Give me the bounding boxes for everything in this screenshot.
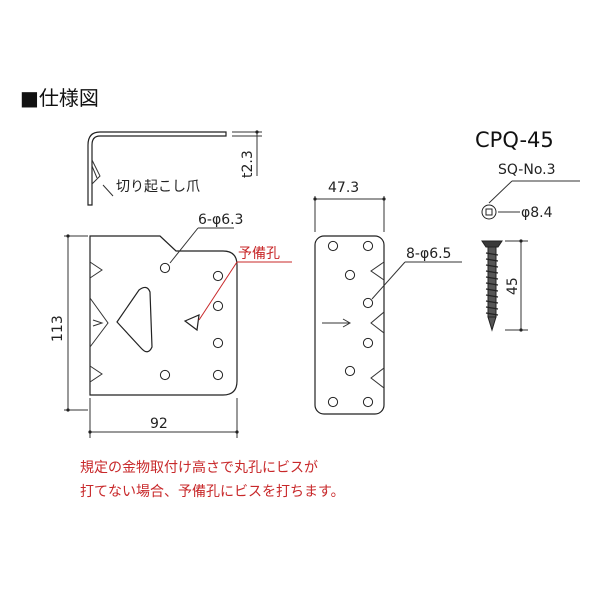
hole <box>159 262 171 274</box>
note-line-1: 規定の金物取付け高さで丸孔にビスが <box>80 460 318 476</box>
claw-label: 切り起こし爪 <box>116 179 200 195</box>
screw-icon <box>481 240 503 332</box>
screw-name: SQ-No.3 <box>498 162 556 178</box>
hole <box>212 369 224 381</box>
section-title: ■仕様図 <box>20 86 99 110</box>
screw-head-label: φ8.4 <box>521 205 553 221</box>
left-plate <box>89 235 238 396</box>
hole <box>362 297 374 309</box>
hole <box>362 396 374 408</box>
hole <box>362 240 374 252</box>
right-plate <box>314 235 385 415</box>
height-label: 113 <box>50 315 66 342</box>
hole <box>212 300 224 312</box>
spare-hole-label: 予備孔 <box>238 246 280 262</box>
screw-head-icon <box>481 204 497 220</box>
hole <box>212 270 224 282</box>
side-profile <box>87 130 262 206</box>
hole <box>159 369 171 381</box>
hole <box>344 365 356 377</box>
hole <box>212 337 224 349</box>
hole <box>344 269 356 281</box>
screw-length-label: 45 <box>505 277 521 295</box>
width-right-label: 47.3 <box>328 180 359 196</box>
hole <box>327 240 339 252</box>
thickness-label: t2.3 <box>240 150 256 178</box>
right-holes-label: 8-φ6.5 <box>406 246 451 262</box>
left-holes-label: 6-φ6.3 <box>198 212 243 228</box>
hole <box>362 337 374 349</box>
width-left-label: 92 <box>150 416 168 432</box>
note-line-2: 打てない場合、予備孔にビスを打ちます。 <box>80 484 345 500</box>
hole <box>327 396 339 408</box>
model-number: CPQ-45 <box>475 128 554 152</box>
